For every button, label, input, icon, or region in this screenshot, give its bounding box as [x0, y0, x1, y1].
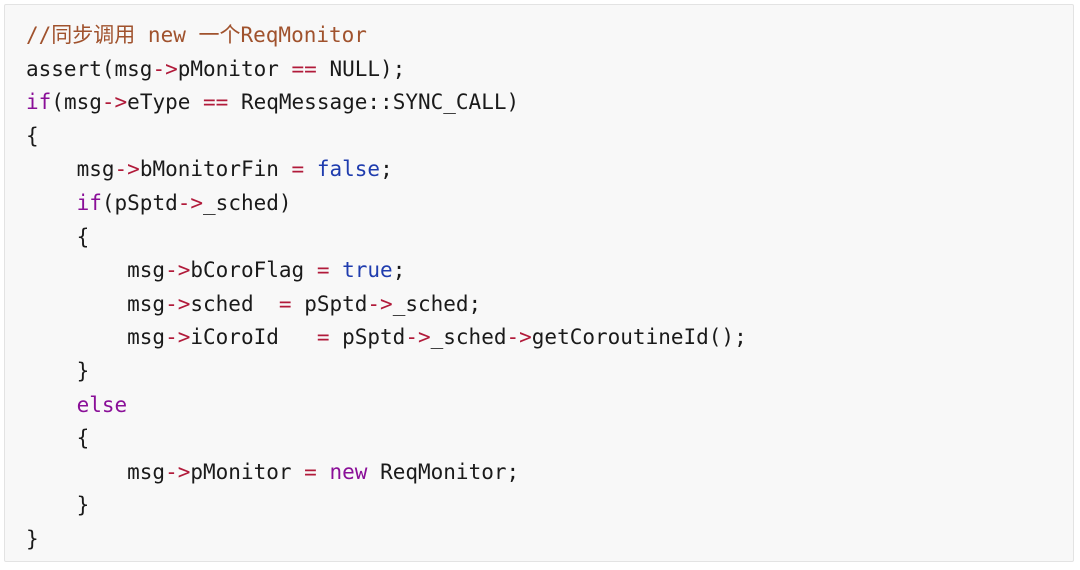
- code-token-plain: [304, 157, 317, 181]
- code-token-plain: msg: [26, 157, 115, 182]
- code-token-plain: }: [26, 358, 90, 383]
- code-token-plain: ;: [392, 258, 406, 283]
- code-token-plain: ReqMonitor;: [367, 459, 520, 484]
- code-token-op: =: [291, 157, 305, 182]
- code-token-op: ->: [506, 325, 532, 350]
- code-token-plain: eType: [127, 90, 204, 115]
- code-token-op: ->: [405, 325, 431, 350]
- code-line: {: [26, 120, 1073, 154]
- code-line: }: [26, 489, 1073, 523]
- code-token-plain: msg: [26, 258, 166, 283]
- code-token-plain: {: [26, 224, 90, 249]
- code-token-bool: true: [342, 258, 393, 283]
- code-token-plain: [317, 460, 330, 484]
- code-token-op: ->: [152, 56, 178, 81]
- code-token-plain: {: [26, 426, 90, 451]
- code-line: //同步调用 new 一个ReqMonitor: [26, 19, 1073, 53]
- code-token-op: =: [316, 258, 330, 283]
- code-token-op: ->: [165, 291, 191, 316]
- code-token-op: ->: [177, 190, 204, 215]
- code-token-op: ==: [203, 90, 229, 115]
- code-line: msg->iCoroId = pSptd->_sched->getCorouti…: [26, 321, 1073, 355]
- code-token-plain: {: [26, 123, 39, 148]
- code-token-plain: [26, 393, 77, 417]
- code-token-plain: ReqMessage::SYNC_CALL): [228, 90, 520, 115]
- code-token-plain: ;: [380, 157, 393, 182]
- code-token-op: ->: [165, 325, 191, 350]
- code-line: assert(msg->pMonitor == NULL);: [26, 53, 1073, 87]
- code-token-op: ==: [291, 56, 317, 81]
- code-line: }: [26, 355, 1073, 389]
- code-line: if(msg->eType == ReqMessage::SYNC_CALL): [26, 86, 1073, 120]
- code-token-plain: (msg: [51, 90, 102, 115]
- code-line: msg->bMonitorFin = false;: [26, 153, 1073, 187]
- code-line: msg->pMonitor = new ReqMonitor;: [26, 456, 1073, 490]
- code-token-plain: pMonitor: [190, 459, 305, 484]
- code-token-plain: _sched: [430, 325, 507, 350]
- code-token-plain: NULL);: [316, 56, 406, 81]
- code-line: else: [26, 389, 1073, 423]
- code-line: {: [26, 422, 1073, 456]
- code-token-kw: new: [329, 459, 368, 484]
- code-line: {: [26, 221, 1073, 255]
- code-token-op: ->: [367, 291, 393, 316]
- code-token-op: ->: [165, 258, 191, 283]
- code-line: msg->bCoroFlag = true;: [26, 254, 1073, 288]
- code-token-plain: bCoroFlag: [190, 258, 317, 283]
- code-token-plain: getCoroutineId();: [531, 325, 747, 350]
- code-token-plain: assert(msg: [26, 56, 153, 81]
- code-token-plain: bMonitorFin: [139, 157, 292, 182]
- code-token-op: ->: [165, 459, 191, 484]
- code-token-op: =: [278, 291, 292, 316]
- code-line: msg->sched = pSptd->_sched;: [26, 288, 1073, 322]
- code-token-plain: iCoroId: [190, 325, 317, 350]
- code-token-op: ->: [101, 90, 128, 115]
- code-line: if(pSptd->_sched): [26, 187, 1073, 221]
- code-token-plain: [26, 191, 77, 215]
- code-token-plain: pSptd: [291, 291, 368, 316]
- code-token-plain: msg: [26, 325, 166, 350]
- code-token-plain: }: [26, 493, 90, 518]
- code-token-plain: }: [26, 526, 39, 551]
- code-token-plain: pSptd: [329, 325, 406, 350]
- code-token-plain: sched: [190, 291, 279, 316]
- code-token-plain: msg: [26, 291, 166, 316]
- code-token-kw: else: [76, 392, 128, 417]
- code-token-plain: _sched;: [392, 291, 482, 316]
- code-line: }: [26, 523, 1073, 557]
- code-token-plain: [329, 258, 342, 282]
- code-token-op: ->: [114, 157, 140, 182]
- code-token-plain: _sched): [203, 190, 292, 215]
- code-token-kw: if: [76, 190, 102, 215]
- code-token-op: =: [316, 325, 330, 350]
- code-token-plain: (pSptd: [101, 190, 178, 215]
- code-token-plain: msg: [26, 459, 166, 484]
- code-token-op: =: [304, 459, 317, 484]
- code-token-plain: pMonitor: [177, 56, 292, 81]
- code-token-bool: false: [316, 157, 381, 182]
- code-token-comment: //同步调用 new 一个ReqMonitor: [26, 23, 367, 47]
- code-token-kw: if: [26, 90, 52, 115]
